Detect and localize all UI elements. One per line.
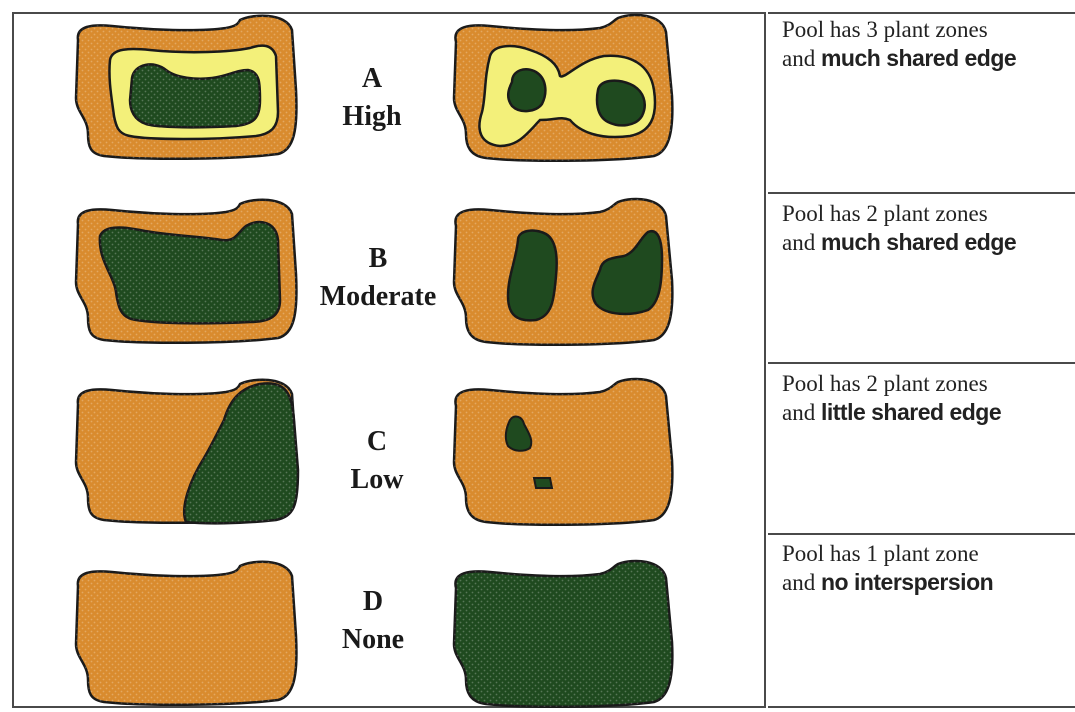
description-emphasis: much shared edge <box>821 229 1016 255</box>
pool-a-right <box>454 15 672 161</box>
row-level: Low <box>297 461 457 499</box>
description-emphasis: little shared edge <box>821 399 1001 425</box>
description-a: Pool has 3 plant zones and much shared e… <box>782 16 1072 73</box>
description-line2: and little shared edge <box>782 398 1072 427</box>
description-line1: Pool has 2 plant zones <box>782 200 1072 228</box>
row-level: High <box>292 98 452 136</box>
description-line1: Pool has 2 plant zones <box>782 370 1072 398</box>
row-letter: B <box>298 240 458 278</box>
description-line2: and no interspersion <box>782 568 1072 597</box>
pool-d-left <box>76 562 296 705</box>
pool-c-left <box>76 380 298 524</box>
description-line2: and much shared edge <box>782 228 1072 257</box>
pool-b-left <box>76 200 296 343</box>
description-emphasis: no interspersion <box>821 569 993 595</box>
pool-d-right <box>454 561 672 707</box>
row-label-c: C Low <box>297 423 457 499</box>
row-label-b: B Moderate <box>298 240 458 316</box>
description-b: Pool has 2 plant zones and much shared e… <box>782 200 1072 257</box>
row-label-a: A High <box>292 60 452 136</box>
pool-c-right <box>454 379 672 525</box>
row-level: Moderate <box>298 278 458 316</box>
pool-a-left <box>76 16 296 159</box>
row-level: None <box>293 621 453 659</box>
description-line1: Pool has 3 plant zones <box>782 16 1072 44</box>
description-line2: and much shared edge <box>782 44 1072 73</box>
pool-b-right <box>454 199 672 345</box>
description-c: Pool has 2 plant zones and little shared… <box>782 370 1072 427</box>
description-line1: Pool has 1 plant zone <box>782 540 1072 568</box>
description-emphasis: much shared edge <box>821 45 1016 71</box>
row-letter: C <box>297 423 457 461</box>
row-letter: A <box>292 60 452 98</box>
row-label-d: D None <box>293 583 453 659</box>
row-letter: D <box>293 583 453 621</box>
description-d: Pool has 1 plant zone and no interspersi… <box>782 540 1072 597</box>
